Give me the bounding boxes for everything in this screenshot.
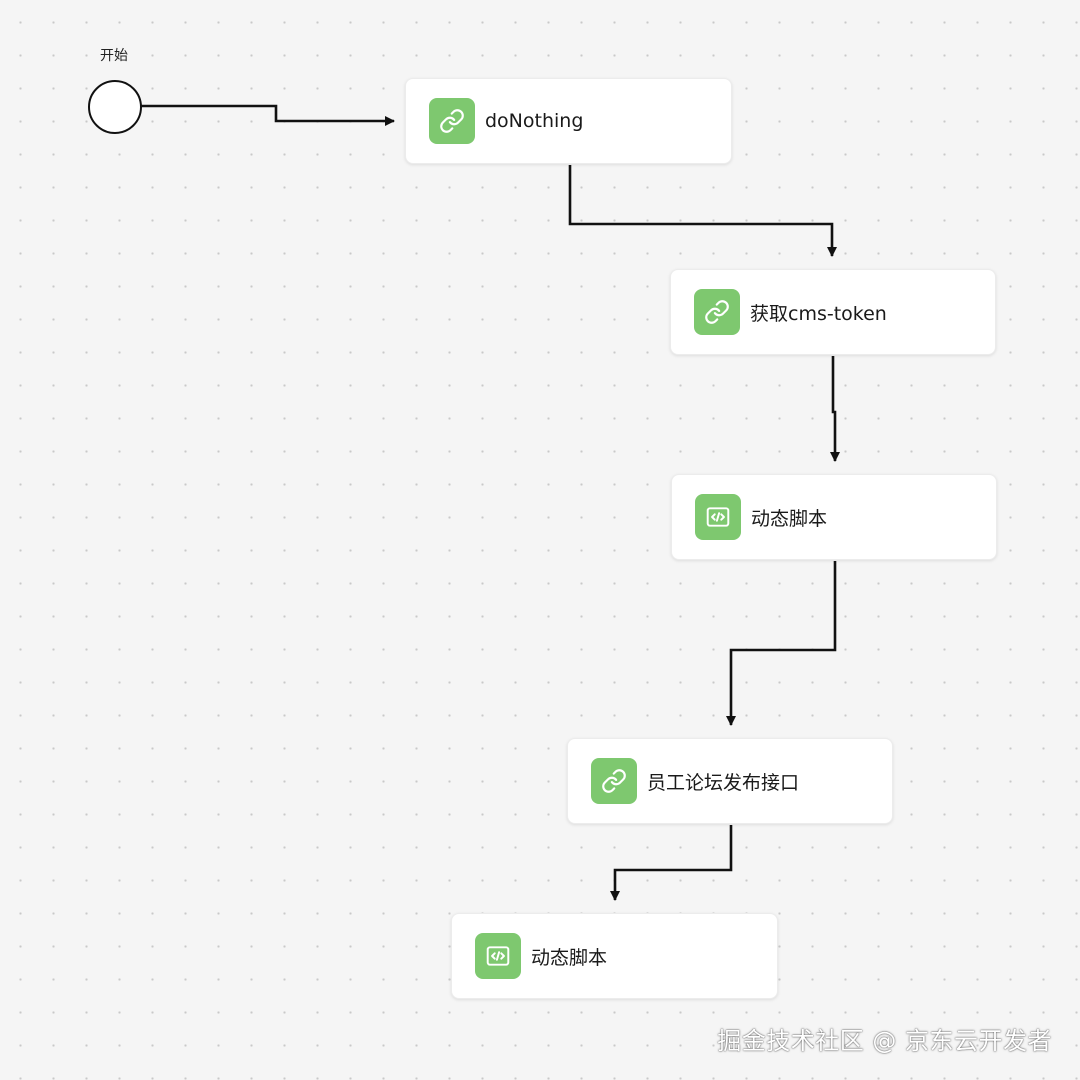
start-label: 开始	[100, 48, 128, 64]
flow-node-donothing[interactable]: doNothing	[405, 78, 732, 164]
flow-node-dynamic-script-2[interactable]: 动态脚本	[451, 913, 778, 999]
link-icon	[591, 758, 637, 804]
node-label: 动态脚本	[751, 507, 828, 530]
edge-start-to-donothing	[140, 104, 395, 126]
node-label: 动态脚本	[531, 946, 608, 969]
flow-node-get-cms-token[interactable]: 获取cms-token	[670, 269, 996, 355]
node-label: doNothing	[485, 110, 584, 132]
link-icon	[694, 289, 740, 335]
edge-forum-api-to-script	[610, 825, 733, 901]
edge-cms-token-to-script	[830, 356, 840, 462]
node-label: 获取cms-token	[750, 302, 887, 325]
node-label: 员工论坛发布接口	[647, 771, 800, 794]
code-icon	[695, 494, 741, 540]
code-icon	[475, 933, 521, 979]
watermark: 掘金技术社区 @ 京东云开发者	[717, 1027, 1052, 1055]
link-icon	[429, 98, 475, 144]
start-node[interactable]	[88, 80, 142, 134]
edge-donothing-to-cms-token	[568, 165, 837, 257]
edge-script-to-forum-api	[726, 561, 837, 726]
flow-node-forum-publish-api[interactable]: 员工论坛发布接口	[567, 738, 893, 824]
flow-node-dynamic-script[interactable]: 动态脚本	[671, 474, 997, 560]
